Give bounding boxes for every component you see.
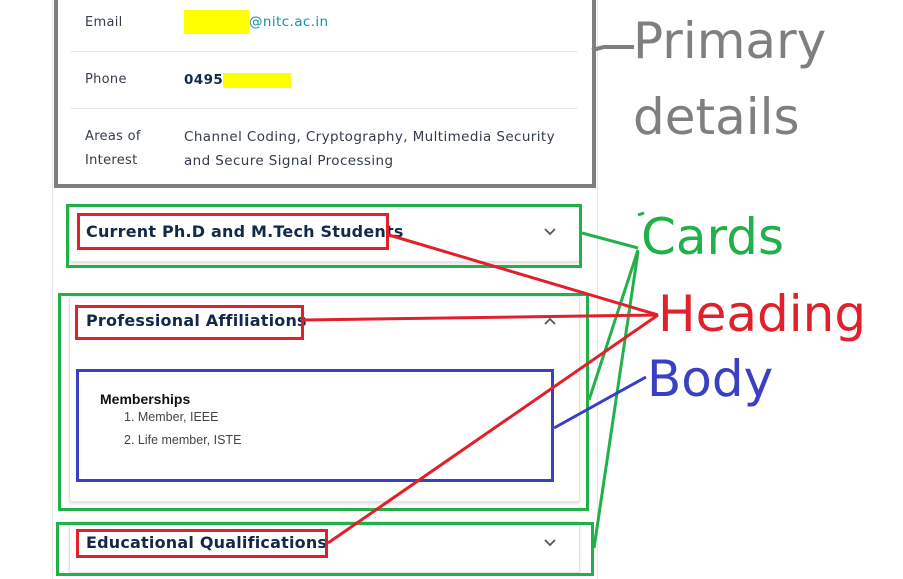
phone-redaction	[223, 72, 292, 88]
chevron-up-icon[interactable]	[543, 316, 557, 326]
body-connector	[553, 375, 647, 430]
annotation-heading: Heading	[658, 285, 867, 343]
primary-connector	[591, 45, 634, 52]
interest-label-line1: Areas of	[85, 129, 141, 144]
email-redaction	[184, 10, 249, 34]
card-heading: Professional Affiliations	[86, 311, 307, 330]
card-professional-affiliations[interactable]: Professional Affiliations	[69, 296, 580, 502]
annotation-cards: Cards	[641, 208, 785, 266]
interest-label-line2: Interest	[85, 153, 138, 168]
heading-outline-2	[75, 305, 304, 340]
email-link[interactable]: @nitc.ac.in	[184, 10, 329, 34]
chevron-down-icon[interactable]	[543, 226, 557, 236]
heading-connector-3	[327, 313, 659, 545]
card-outline-2	[58, 293, 589, 511]
chevron-down-icon[interactable]	[543, 537, 557, 547]
memberships-title: Memberships	[100, 391, 191, 407]
cards-connector-3	[592, 251, 640, 549]
email-row: Email @nitc.ac.in	[70, 0, 578, 52]
heading-connector-1	[388, 233, 659, 317]
interest-value-line2: and Secure Signal Processing	[184, 153, 394, 169]
email-domain: @nitc.ac.in	[249, 14, 329, 30]
phone-row: Phone 0495	[70, 52, 578, 109]
heading-connector-2	[303, 313, 659, 322]
heading-outline-1	[77, 213, 389, 250]
phone-value: 0495	[184, 68, 292, 92]
interest-row: Areas of Interest Channel Coding, Crypto…	[70, 109, 578, 184]
card-outline-1	[66, 204, 582, 268]
phone-prefix: 0495	[184, 72, 224, 88]
card-heading: Educational Qualifications	[86, 533, 328, 552]
cards-connector-4	[637, 211, 645, 217]
heading-outline-3	[76, 529, 328, 558]
email-label: Email	[85, 15, 123, 30]
cards-connector-2	[587, 249, 640, 401]
card-educational-qualifications[interactable]: Educational Qualifications	[69, 521, 580, 573]
annotation-body: Body	[647, 350, 774, 408]
primary-details-box	[54, 0, 596, 188]
annotation-primary: Primary	[633, 12, 827, 70]
card-heading: Current Ph.D and M.Tech Students	[86, 222, 404, 241]
annotation-details: details	[633, 88, 800, 146]
list-item: 2. Life member, ISTE	[124, 433, 242, 447]
interest-value-line1: Channel Coding, Cryptography, Multimedia…	[184, 129, 555, 145]
phone-label: Phone	[85, 72, 127, 87]
list-item: 1. Member, IEEE	[124, 410, 219, 424]
cards-connector-1	[581, 231, 639, 250]
body-outline	[76, 369, 554, 482]
card-outline-3	[56, 522, 594, 576]
